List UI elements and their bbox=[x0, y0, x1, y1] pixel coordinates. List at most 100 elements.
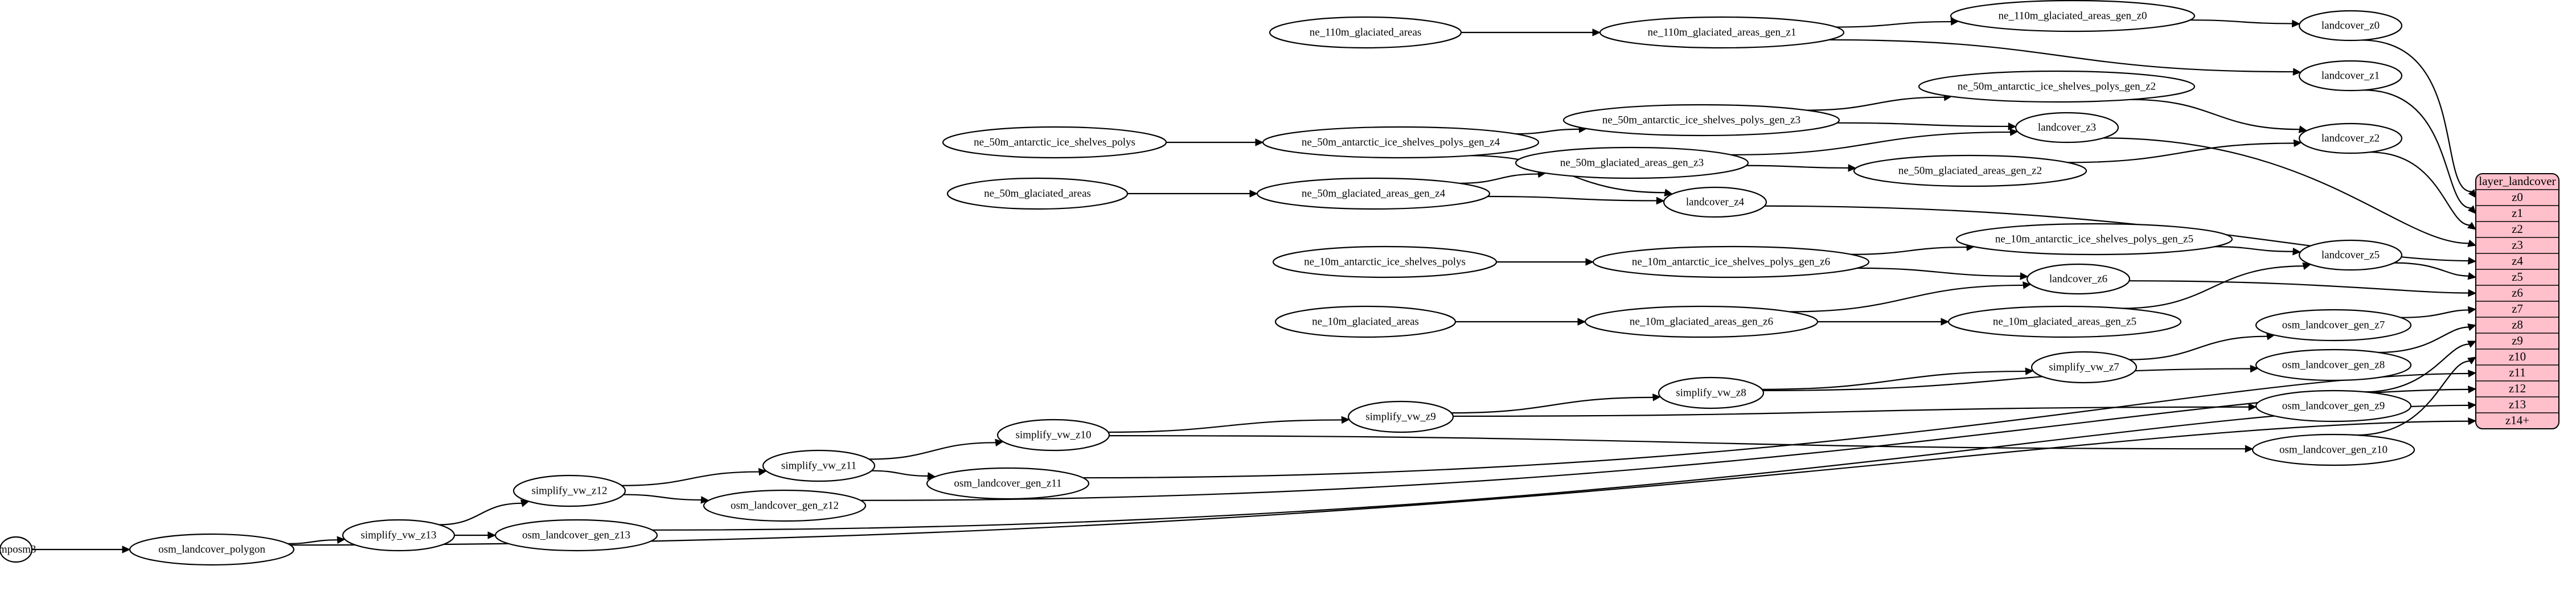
edge-simplify_vw_z8-to-simplify_vw_z7 bbox=[1762, 370, 2026, 390]
arrowhead-icon bbox=[122, 546, 131, 553]
node-shape-ne_50m_antarctic_ice_shelves_polys bbox=[942, 126, 1167, 159]
edge-ne_50m_glaciated_areas_gen_z4-to-landcover_z4 bbox=[1487, 195, 1657, 202]
table-row-z12[interactable]: z12 bbox=[2509, 382, 2526, 395]
arrowhead-icon bbox=[2293, 139, 2302, 147]
node-ne_50m_antarctic_ice_shelves_polys_gen_z2[interactable]: ne_50m_antarctic_ice_shelves_polys_gen_z… bbox=[1918, 70, 2196, 103]
node-landcover_z4[interactable]: landcover_z4 bbox=[1663, 186, 1767, 218]
node-shape-ne_110m_glaciated_areas_gen_z1 bbox=[1599, 16, 1845, 49]
node-label-osm_landcover_gen_z13: osm_landcover_gen_z13 bbox=[522, 529, 630, 541]
node-ne_50m_antarctic_ice_shelves_polys[interactable]: ne_50m_antarctic_ice_shelves_polys bbox=[942, 126, 1167, 159]
edge-osm_landcover_gen_z7-to-layer_landcover.z7 bbox=[2401, 309, 2469, 318]
node-shape-simplify_vw_z12 bbox=[512, 474, 626, 507]
edge-ne_50m_glaciated_areas_gen_z3-to-landcover_z3 bbox=[1730, 131, 2011, 155]
node-simplify_vw_z7[interactable]: simplify_vw_z7 bbox=[2031, 351, 2138, 384]
table-row-z5[interactable]: z5 bbox=[2512, 270, 2523, 284]
node-ne_10m_glaciated_areas_gen_z6[interactable]: ne_10m_glaciated_areas_gen_z6 bbox=[1584, 305, 1819, 338]
arrowhead-icon bbox=[700, 496, 709, 504]
edge-ne_110m_glaciated_areas_gen_z1-to-landcover_z1 bbox=[1828, 39, 2294, 73]
node-imposm3[interactable]: imposm3 bbox=[0, 536, 36, 563]
node-ne_110m_glaciated_areas_gen_z1[interactable]: ne_110m_glaciated_areas_gen_z1 bbox=[1599, 16, 1845, 49]
node-shape-ne_10m_antarctic_ice_shelves_polys bbox=[1272, 245, 1498, 278]
node-simplify_vw_z11[interactable]: simplify_vw_z11 bbox=[762, 449, 876, 482]
edge-ne_10m_antarctic_ice_shelves_polys_gen_z5-to-landcover_z5 bbox=[2214, 246, 2294, 252]
node-ne_50m_antarctic_ice_shelves_polys_gen_z4[interactable]: ne_50m_antarctic_ice_shelves_polys_gen_z… bbox=[1262, 126, 1540, 159]
table-row-z11[interactable]: z11 bbox=[2509, 366, 2526, 379]
node-osm_landcover_gen_z13[interactable]: osm_landcover_gen_z13 bbox=[494, 519, 658, 552]
table-row-z2[interactable]: z2 bbox=[2512, 222, 2523, 236]
table-row-z13[interactable]: z13 bbox=[2509, 397, 2526, 411]
node-shape-landcover_z3 bbox=[2015, 112, 2119, 143]
arrowhead-icon bbox=[2020, 272, 2029, 280]
node-landcover_z3[interactable]: landcover_z3 bbox=[2015, 112, 2119, 143]
edge-ne_50m_antarctic_ice_shelves_polys_gen_z3-to-ne_50m_antarctic_ice_shelves_polys_gen_z2 bbox=[1806, 96, 1945, 111]
table-row-z7[interactable]: z7 bbox=[2512, 302, 2523, 315]
arrowhead-icon bbox=[995, 438, 1004, 447]
node-label-ne_50m_antarctic_ice_shelves_polys_gen_z2: ne_50m_antarctic_ice_shelves_polys_gen_z… bbox=[1958, 80, 2156, 92]
arrowhead-icon bbox=[2008, 122, 2017, 130]
edge-osm_landcover_polygon-to-simplify_vw_z13 bbox=[288, 539, 338, 544]
node-ne_110m_glaciated_areas[interactable]: ne_110m_glaciated_areas bbox=[1269, 16, 1462, 49]
table-row-z8[interactable]: z8 bbox=[2512, 318, 2523, 331]
table-row-z4[interactable]: z4 bbox=[2512, 254, 2523, 268]
arrowhead-icon bbox=[2467, 272, 2477, 280]
edge-ne_50m_glaciated_areas_gen_z2-to-landcover_z2 bbox=[2068, 142, 2294, 163]
node-label-ne_50m_antarctic_ice_shelves_polys_gen_z3: ne_50m_antarctic_ice_shelves_polys_gen_z… bbox=[1602, 114, 1800, 126]
node-ne_110m_glaciated_areas_gen_z0[interactable]: ne_110m_glaciated_areas_gen_z0 bbox=[1950, 0, 2196, 32]
node-shape-simplify_vw_z11 bbox=[762, 449, 876, 482]
node-ne_10m_antarctic_ice_shelves_polys_gen_z6[interactable]: ne_10m_antarctic_ice_shelves_polys_gen_z… bbox=[1592, 245, 1870, 278]
node-osm_landcover_gen_z8[interactable]: osm_landcover_gen_z8 bbox=[2255, 348, 2412, 382]
table-row-z10[interactable]: z10 bbox=[2509, 350, 2526, 363]
node-ne_10m_glaciated_areas[interactable]: ne_10m_glaciated_areas bbox=[1274, 305, 1457, 338]
node-landcover_z1[interactable]: landcover_z1 bbox=[2298, 60, 2403, 92]
node-landcover_z5[interactable]: landcover_z5 bbox=[2298, 239, 2403, 271]
table-row-z1[interactable]: z1 bbox=[2512, 206, 2523, 220]
arrowhead-icon bbox=[2467, 341, 2477, 348]
table-row-z3[interactable]: z3 bbox=[2512, 238, 2523, 252]
node-ne_50m_glaciated_areas_gen_z2[interactable]: ne_50m_glaciated_areas_gen_z2 bbox=[1853, 154, 2087, 187]
node-landcover_z2[interactable]: landcover_z2 bbox=[2298, 122, 2403, 154]
table-row-z0[interactable]: z0 bbox=[2512, 190, 2523, 204]
node-ne_50m_antarctic_ice_shelves_polys_gen_z3[interactable]: ne_50m_antarctic_ice_shelves_polys_gen_z… bbox=[1562, 104, 1840, 137]
node-landcover_z0[interactable]: landcover_z0 bbox=[2298, 10, 2403, 42]
node-simplify_vw_z13[interactable]: simplify_vw_z13 bbox=[342, 519, 456, 552]
edge-ne_50m_antarctic_ice_shelves_polys_gen_z3-to-landcover_z3 bbox=[1837, 122, 2009, 128]
node-label-ne_50m_glaciated_areas_gen_z4: ne_50m_glaciated_areas_gen_z4 bbox=[1302, 187, 1446, 199]
node-simplify_vw_z8[interactable]: simplify_vw_z8 bbox=[1658, 376, 1765, 409]
node-simplify_vw_z10[interactable]: simplify_vw_z10 bbox=[996, 419, 1110, 452]
edge-osm_landcover_gen_z13-to-layer_landcover.z13 bbox=[652, 404, 2469, 531]
edge-ne_50m_glaciated_areas_gen_z4-to-ne_50m_glaciated_areas_gen_z3 bbox=[1459, 173, 1539, 184]
node-ne_10m_antarctic_ice_shelves_polys[interactable]: ne_10m_antarctic_ice_shelves_polys bbox=[1272, 245, 1498, 278]
arrowhead-icon bbox=[2468, 386, 2477, 393]
node-osm_landcover_gen_z11[interactable]: osm_landcover_gen_z11 bbox=[926, 467, 1090, 500]
node-osm_landcover_gen_z7[interactable]: osm_landcover_gen_z7 bbox=[2255, 309, 2412, 342]
node-label-ne_50m_glaciated_areas_gen_z2: ne_50m_glaciated_areas_gen_z2 bbox=[1898, 165, 2042, 177]
arrowhead-icon bbox=[2468, 401, 2477, 409]
node-osm_landcover_gen_z12[interactable]: osm_landcover_gen_z12 bbox=[703, 489, 867, 522]
node-osm_landcover_polygon[interactable]: osm_landcover_polygon bbox=[129, 533, 295, 566]
node-label-osm_landcover_gen_z10: osm_landcover_gen_z10 bbox=[2279, 444, 2388, 456]
node-ne_10m_antarctic_ice_shelves_polys_gen_z5[interactable]: ne_10m_antarctic_ice_shelves_polys_gen_z… bbox=[1955, 223, 2233, 256]
node-simplify_vw_z9[interactable]: simplify_vw_z9 bbox=[1347, 400, 1454, 433]
node-osm_landcover_gen_z9[interactable]: osm_landcover_gen_z9 bbox=[2255, 389, 2412, 423]
table-row-z14+[interactable]: z14+ bbox=[2505, 413, 2529, 427]
node-ne_50m_glaciated_areas_gen_z3[interactable]: ne_50m_glaciated_areas_gen_z3 bbox=[1515, 146, 1749, 179]
node-label-osm_landcover_gen_z7: osm_landcover_gen_z7 bbox=[2282, 319, 2385, 331]
node-simplify_vw_z12[interactable]: simplify_vw_z12 bbox=[512, 474, 626, 507]
node-landcover_z6[interactable]: landcover_z6 bbox=[2026, 263, 2131, 295]
arrowhead-icon bbox=[2025, 367, 2034, 375]
table-row-z6[interactable]: z6 bbox=[2512, 286, 2523, 300]
node-ne_50m_glaciated_areas[interactable]: ne_50m_glaciated_areas bbox=[946, 177, 1129, 210]
table-row-z9[interactable]: z9 bbox=[2512, 334, 2523, 347]
node-label-simplify_vw_z9: simplify_vw_z9 bbox=[1365, 411, 1436, 423]
node-ne_50m_glaciated_areas_gen_z4[interactable]: ne_50m_glaciated_areas_gen_z4 bbox=[1256, 177, 1491, 210]
node-osm_landcover_gen_z10[interactable]: osm_landcover_gen_z10 bbox=[2251, 433, 2415, 466]
node-ne_10m_glaciated_areas_gen_z5[interactable]: ne_10m_glaciated_areas_gen_z5 bbox=[1947, 305, 2182, 338]
node-shape-landcover_z5 bbox=[2298, 239, 2403, 271]
edge-osm_landcover_polygon-to-layer_landcover.z14+ bbox=[290, 420, 2469, 546]
edge-ne_50m_glaciated_areas_gen_z3-to-ne_50m_glaciated_areas_gen_z2 bbox=[1746, 165, 1849, 169]
edge-osm_landcover_gen_z12-to-layer_landcover.z12 bbox=[860, 388, 2469, 501]
arrowhead-icon bbox=[1848, 164, 1857, 172]
edge-ne_50m_antarctic_ice_shelves_polys_gen_z4-to-ne_50m_antarctic_ice_shelves_polys_gen_z3 bbox=[1515, 128, 1580, 135]
edge-simplify_vw_z12-to-osm_landcover_gen_z12 bbox=[624, 494, 702, 501]
edge-osm_landcover_gen_z10-to-layer_landcover.z10 bbox=[2356, 360, 2470, 436]
